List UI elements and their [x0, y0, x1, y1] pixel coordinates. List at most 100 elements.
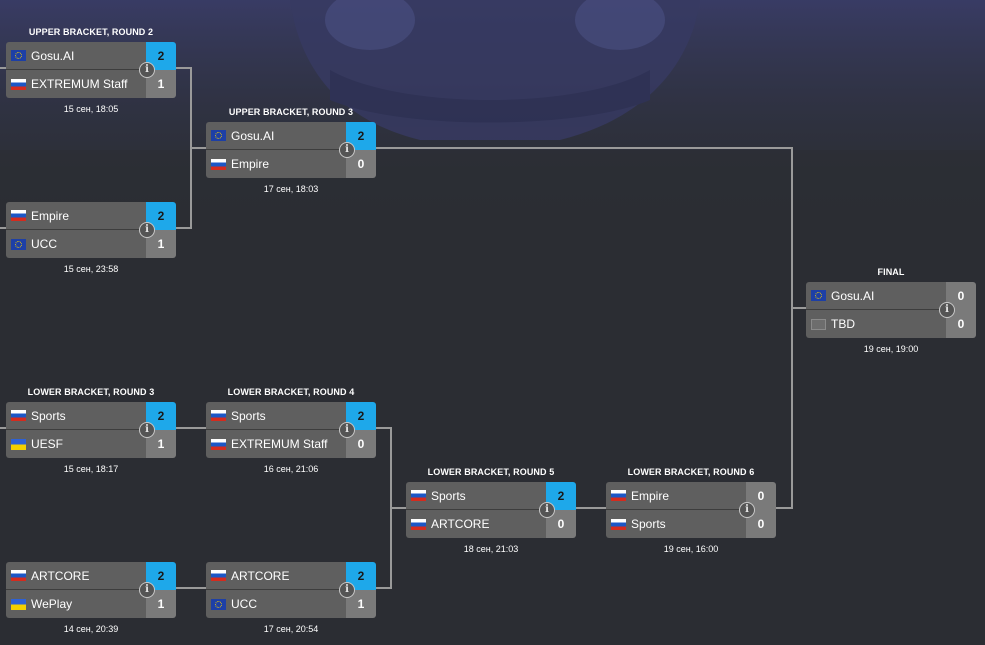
- round-title: UPPER BRACKET, ROUND 3: [228, 107, 354, 117]
- match-info-icon[interactable]: i: [139, 422, 155, 438]
- flag-ru-icon: [611, 518, 626, 530]
- team-row[interactable]: Empire 0: [206, 150, 376, 178]
- team-row[interactable]: Empire 2: [6, 201, 176, 231]
- match-info-icon[interactable]: i: [739, 502, 755, 518]
- round-title: LOWER BRACKET, ROUND 6: [627, 467, 755, 477]
- team-row[interactable]: Gosu.AI 0: [806, 281, 976, 311]
- team-cell: ARTCORE: [6, 562, 146, 590]
- match-info-icon[interactable]: i: [339, 422, 355, 438]
- team-name: Sports: [631, 517, 666, 531]
- match-date: 15 сен, 23:58: [63, 264, 119, 274]
- match-card[interactable]: ARTCORE 2 UCC 1 i 17 сен, 20:54: [206, 561, 376, 634]
- team-name: EXTREMUM Staff: [231, 437, 328, 451]
- team-name: ARTCORE: [431, 517, 490, 531]
- match-card[interactable]: UPPER BRACKET, ROUND 2 Gosu.AI 2 EXTREMU…: [6, 27, 176, 114]
- team-cell: TBD: [806, 310, 946, 338]
- team-row[interactable]: Sports 0: [606, 510, 776, 538]
- team-row[interactable]: UESF 1: [6, 430, 176, 458]
- flag-ua-icon: [11, 438, 26, 450]
- team-cell: UCC: [6, 230, 146, 258]
- team-row[interactable]: EXTREMUM Staff 0: [206, 430, 376, 458]
- match-card[interactable]: LOWER BRACKET, ROUND 6 Empire 0 Sports 0…: [606, 467, 776, 554]
- team-cell: ARTCORE: [206, 562, 346, 590]
- team-cell: Empire: [206, 150, 346, 178]
- flag-ua-icon: [11, 598, 26, 610]
- flag-eu-icon: [11, 238, 26, 250]
- round-title: LOWER BRACKET, ROUND 4: [227, 387, 355, 397]
- team-name: Sports: [31, 408, 66, 423]
- team-name: Sports: [231, 408, 266, 423]
- team-row[interactable]: Gosu.AI 2: [6, 41, 176, 71]
- team-row[interactable]: Sports 2: [6, 401, 176, 431]
- match-info-icon[interactable]: i: [139, 62, 155, 78]
- team-cell: Empire: [606, 482, 746, 510]
- match-date: 14 сен, 20:39: [63, 624, 119, 634]
- team-name: UCC: [231, 597, 257, 611]
- flag-eu-icon: [211, 598, 226, 610]
- match-date: 15 сен, 18:17: [63, 464, 119, 474]
- team-name: UESF: [31, 437, 64, 451]
- team-cell: Empire: [6, 202, 146, 230]
- team-cell: WePlay: [6, 590, 146, 618]
- team-cell: Gosu.AI: [806, 282, 946, 310]
- team-cell: Sports: [406, 482, 546, 510]
- match-info-icon[interactable]: i: [139, 582, 155, 598]
- team-cell: EXTREMUM Staff: [206, 430, 346, 458]
- round-title: FINAL: [877, 267, 905, 277]
- flag-ru-icon: [411, 518, 426, 530]
- team-cell: Gosu.AI: [6, 42, 146, 70]
- flag-ru-icon: [11, 570, 26, 581]
- match-date: 15 сен, 18:05: [63, 104, 119, 114]
- team-name: WePlay: [31, 597, 73, 611]
- round-title: UPPER BRACKET, ROUND 2: [28, 27, 154, 37]
- match-card[interactable]: UPPER BRACKET, ROUND 3 Gosu.AI 2 Empire …: [206, 107, 376, 194]
- flag-eu-icon: [211, 130, 226, 141]
- team-row[interactable]: UCC 1: [6, 230, 176, 258]
- team-cell: Gosu.AI: [206, 122, 346, 150]
- team-row[interactable]: WePlay 1: [6, 590, 176, 618]
- match-card[interactable]: FINAL Gosu.AI 0 TBD 0 i 19 сен, 19:00: [806, 267, 976, 354]
- match-info-icon[interactable]: i: [339, 142, 355, 158]
- team-row[interactable]: UCC 1: [206, 590, 376, 618]
- team-row[interactable]: TBD 0: [806, 310, 976, 338]
- team-row[interactable]: Gosu.AI 2: [206, 121, 376, 151]
- team-cell: ARTCORE: [406, 510, 546, 538]
- team-name: Gosu.AI: [831, 288, 875, 303]
- team-name: Empire: [631, 488, 670, 503]
- flag-tbd-icon: [811, 318, 826, 330]
- match-card[interactable]: LOWER BRACKET, ROUND 4 Sports 2 EXTREMUM…: [206, 387, 376, 474]
- flag-ru-icon: [211, 158, 226, 170]
- round-title: LOWER BRACKET, ROUND 3: [27, 387, 155, 397]
- flag-eu-icon: [11, 50, 26, 61]
- match-date: 17 сен, 18:03: [263, 184, 319, 194]
- team-name: Gosu.AI: [31, 48, 75, 63]
- team-name: TBD: [831, 317, 855, 331]
- team-row[interactable]: Empire 0: [606, 481, 776, 511]
- flag-ru-icon: [11, 210, 26, 221]
- flag-ru-icon: [211, 570, 226, 581]
- match-date: 17 сен, 20:54: [263, 624, 319, 634]
- team-cell: Sports: [206, 402, 346, 430]
- match-date: 19 сен, 19:00: [863, 344, 919, 354]
- team-name: Sports: [431, 488, 466, 503]
- match-card[interactable]: Empire 2 UCC 1 i 15 сен, 23:58: [6, 201, 176, 274]
- flag-eu-icon: [811, 290, 826, 301]
- round-title: LOWER BRACKET, ROUND 5: [427, 467, 555, 477]
- team-row[interactable]: Sports 2: [406, 481, 576, 511]
- team-name: Empire: [31, 208, 70, 223]
- team-name: EXTREMUM Staff: [31, 77, 128, 91]
- match-info-icon[interactable]: i: [139, 222, 155, 238]
- match-card[interactable]: LOWER BRACKET, ROUND 5 Sports 2 ARTCORE …: [406, 467, 576, 554]
- match-card[interactable]: LOWER BRACKET, ROUND 3 Sports 2 UESF 1 i…: [6, 387, 176, 474]
- match-info-icon[interactable]: i: [939, 302, 955, 318]
- team-name: UCC: [31, 237, 57, 251]
- match-date: 16 сен, 21:06: [263, 464, 319, 474]
- team-row[interactable]: EXTREMUM Staff 1: [6, 70, 176, 98]
- match-info-icon[interactable]: i: [539, 502, 555, 518]
- team-row[interactable]: ARTCORE 2: [206, 561, 376, 591]
- flag-ru-icon: [211, 410, 226, 421]
- team-cell: EXTREMUM Staff: [6, 70, 146, 98]
- flag-ru-icon: [11, 78, 26, 90]
- match-info-icon[interactable]: i: [339, 582, 355, 598]
